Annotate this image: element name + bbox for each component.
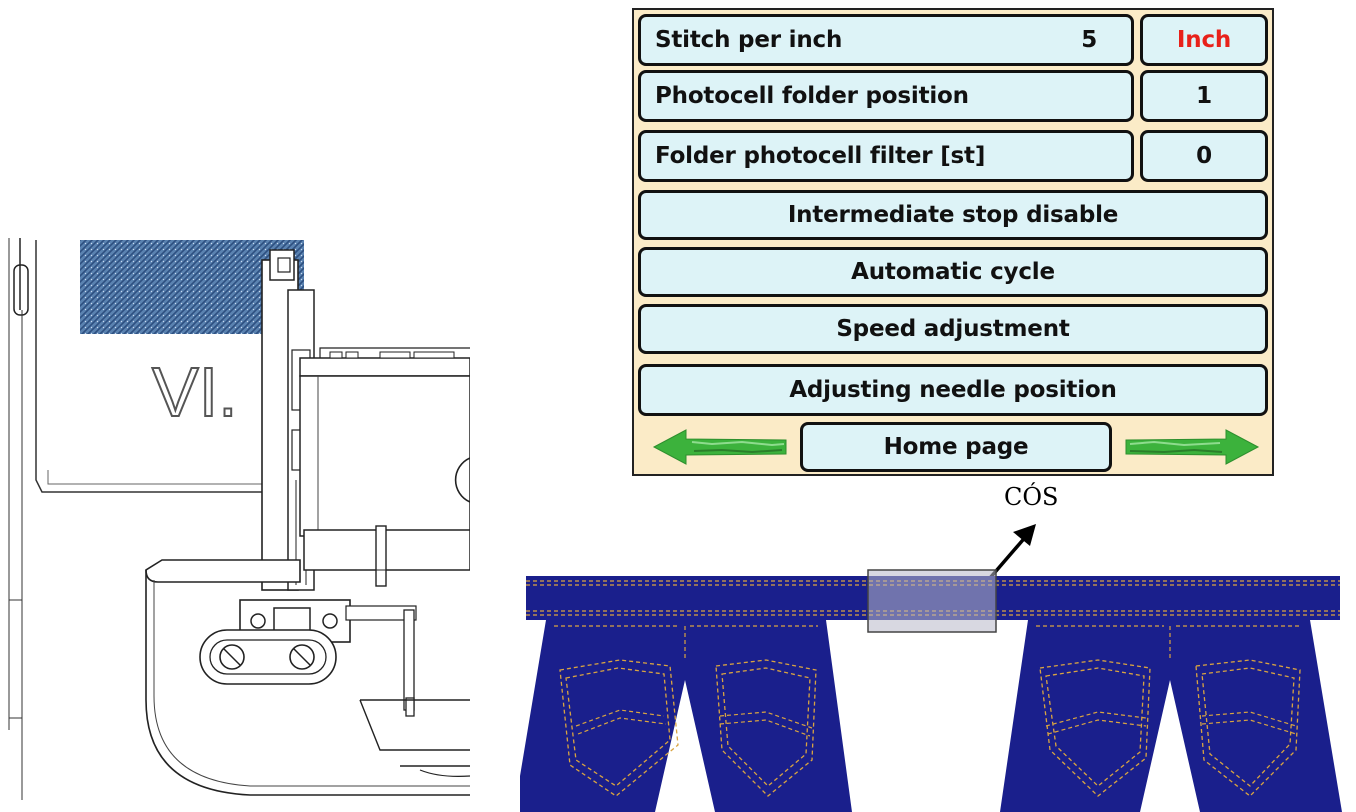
- speed-adjustment-label: Speed adjustment: [836, 316, 1070, 342]
- stitch-per-inch-value: 5: [1081, 27, 1097, 53]
- folder-photocell-filter-value: 0: [1196, 143, 1212, 169]
- intermediate-stop-disable-button[interactable]: Intermediate stop disable: [638, 190, 1268, 240]
- callout-label: CÓS: [1004, 483, 1059, 511]
- automatic-cycle-button[interactable]: Automatic cycle: [638, 247, 1268, 297]
- left-arrow-icon[interactable]: [652, 428, 788, 466]
- station-label: VI.: [152, 353, 238, 431]
- callout-arrow: [988, 524, 1036, 580]
- hmi-panel: Stitch per inch 5 Inch Photocell folder …: [632, 8, 1274, 476]
- photocell-folder-position-label: Photocell folder position: [655, 83, 969, 109]
- home-page-button[interactable]: Home page: [800, 422, 1112, 472]
- adjusting-needle-position-label: Adjusting needle position: [789, 377, 1117, 403]
- jeans-illustration: [520, 524, 1342, 812]
- automatic-cycle-label: Automatic cycle: [851, 259, 1055, 285]
- intermediate-stop-disable-label: Intermediate stop disable: [787, 202, 1119, 228]
- photocell-folder-position-value: 1: [1196, 83, 1212, 109]
- machine-drawing: VI.: [8, 238, 470, 800]
- stitch-per-inch-button[interactable]: Stitch per inch 5: [638, 14, 1134, 66]
- photocell-folder-position-button[interactable]: Photocell folder position: [638, 70, 1134, 122]
- right-arrow-icon[interactable]: [1124, 428, 1260, 466]
- folder-photocell-filter-value-button[interactable]: 0: [1140, 130, 1268, 182]
- highlight-box: [867, 569, 997, 633]
- photocell-folder-position-value-button[interactable]: 1: [1140, 70, 1268, 122]
- garment-right: [1000, 620, 1342, 812]
- unit-value: Inch: [1176, 27, 1232, 53]
- adjusting-needle-position-button[interactable]: Adjusting needle position: [638, 364, 1268, 416]
- speed-adjustment-button[interactable]: Speed adjustment: [638, 304, 1268, 354]
- folder-photocell-filter-label: Folder photocell filter [st]: [655, 143, 986, 169]
- stitch-per-inch-label: Stitch per inch: [655, 27, 843, 53]
- garment-left: [520, 620, 852, 812]
- folder-photocell-filter-button[interactable]: Folder photocell filter [st]: [638, 130, 1134, 182]
- unit-toggle-button[interactable]: Inch: [1140, 14, 1268, 66]
- home-page-label: Home page: [883, 434, 1029, 460]
